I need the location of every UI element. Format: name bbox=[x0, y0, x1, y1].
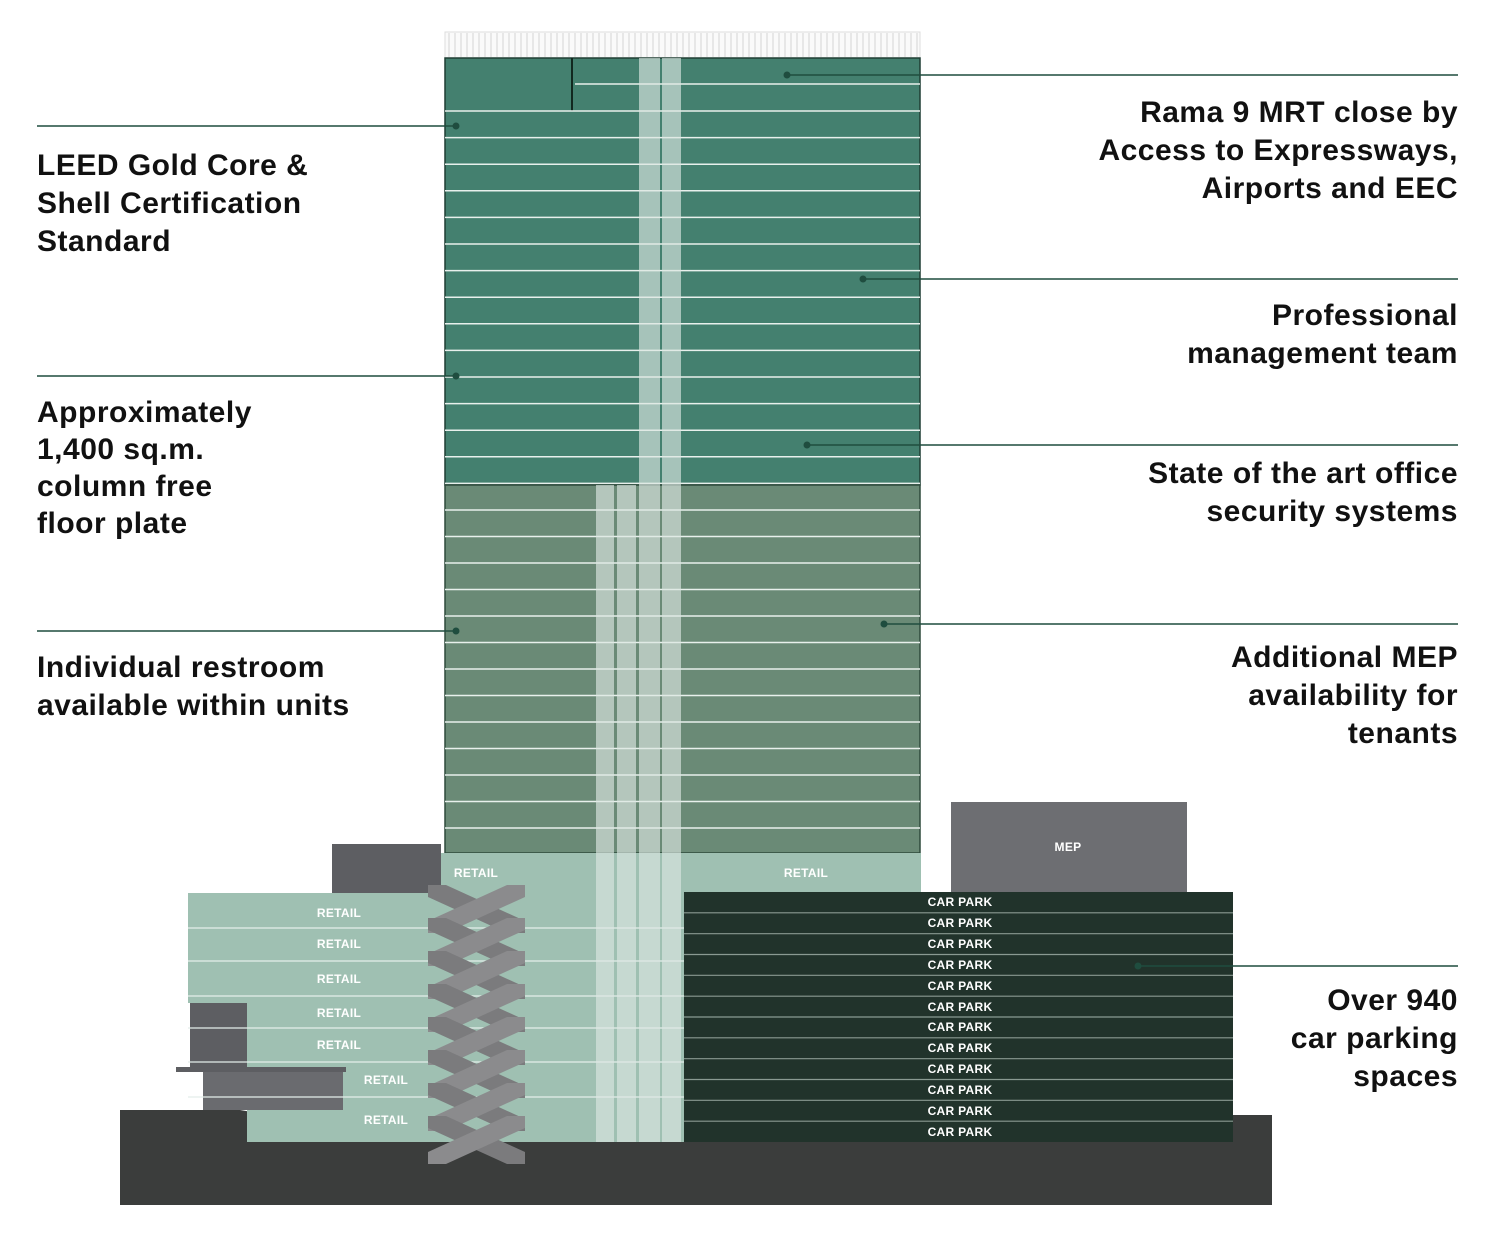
feature-text: Access to Expressways, bbox=[1098, 134, 1458, 167]
car-park-label: CAR PARK bbox=[927, 937, 993, 952]
car-park-label: CAR PARK bbox=[927, 1062, 993, 1077]
escalator bbox=[428, 1116, 525, 1164]
feature-text: security systems bbox=[1206, 495, 1458, 528]
feature-text: spaces bbox=[1353, 1060, 1458, 1093]
retail-label: RETAIL bbox=[453, 866, 499, 880]
feature-transport: Rama 9 MRT close by Access to Expressway… bbox=[1098, 94, 1458, 208]
feature-text: Rama 9 MRT close by bbox=[1140, 96, 1458, 129]
leader-dot bbox=[859, 275, 867, 283]
feature-text: availability for bbox=[1248, 679, 1458, 712]
core-shaft bbox=[639, 58, 660, 1142]
leader-dot bbox=[803, 441, 811, 449]
feature-text: Over 940 bbox=[1327, 984, 1458, 1017]
car-park-label: CAR PARK bbox=[927, 1103, 993, 1118]
retail-label: RETAIL bbox=[316, 1006, 362, 1020]
retail-label: RETAIL bbox=[316, 972, 362, 986]
feature-security: State of the art office security systems bbox=[1148, 455, 1458, 531]
feature-text: car parking bbox=[1290, 1022, 1458, 1055]
retail-label: RETAIL bbox=[363, 1073, 409, 1087]
feature-text: floor plate bbox=[37, 507, 188, 540]
leader-dot bbox=[452, 122, 460, 130]
retail-label: RETAIL bbox=[316, 906, 362, 920]
retail-label: RETAIL bbox=[783, 866, 829, 880]
feature-management: Professional management team bbox=[1187, 297, 1458, 373]
feature-mep: Additional MEP availability for tenants bbox=[1231, 639, 1458, 753]
leader-dot bbox=[452, 372, 460, 380]
feature-leed: LEED Gold Core & Shell Certification Sta… bbox=[37, 147, 308, 261]
mep-label: MEP bbox=[1054, 840, 1082, 854]
facade-block bbox=[332, 844, 441, 894]
retail-label: RETAIL bbox=[316, 937, 362, 951]
feature-text: Approximately bbox=[37, 396, 252, 429]
core-shaft bbox=[662, 58, 681, 1142]
feature-text: available within units bbox=[37, 689, 350, 722]
feature-text: Airports and EEC bbox=[1201, 172, 1458, 205]
feature-text: Additional MEP bbox=[1231, 641, 1458, 674]
feature-text: LEED Gold Core & bbox=[37, 149, 309, 182]
feature-text: tenants bbox=[1347, 717, 1458, 750]
leader-dot bbox=[452, 627, 460, 635]
feature-text: 1,400 sq.m. bbox=[37, 433, 205, 466]
feature-text: column free bbox=[37, 470, 213, 503]
entrance-block bbox=[203, 1072, 343, 1110]
feature-restroom: Individual restroom available within uni… bbox=[37, 649, 350, 725]
core-shaft bbox=[617, 485, 636, 1142]
feature-text: Professional bbox=[1271, 299, 1458, 332]
car-park-label: CAR PARK bbox=[927, 978, 993, 993]
feature-floor-plate: Approximately 1,400 sq.m. column free fl… bbox=[37, 394, 252, 542]
car-park-label: CAR PARK bbox=[927, 895, 993, 910]
car-park-label: CAR PARK bbox=[927, 1082, 993, 1097]
feature-text: management team bbox=[1187, 337, 1458, 370]
car-park-label: CAR PARK bbox=[927, 1124, 993, 1139]
ground bbox=[1233, 1115, 1272, 1142]
retail-label: RETAIL bbox=[363, 1113, 409, 1127]
leader-dot bbox=[783, 71, 791, 79]
feature-text: State of the art office bbox=[1148, 457, 1458, 490]
core-shaft bbox=[596, 485, 614, 1142]
feature-parking: Over 940 car parking spaces bbox=[1291, 982, 1458, 1096]
car-park-label: CAR PARK bbox=[927, 1041, 993, 1056]
facade-block bbox=[190, 1003, 247, 1069]
feature-text: Standard bbox=[37, 225, 172, 258]
feature-text: Individual restroom bbox=[37, 651, 325, 684]
car-park-label: CAR PARK bbox=[927, 916, 993, 931]
car-park-label: CAR PARK bbox=[927, 1020, 993, 1035]
feature-text: Shell Certification bbox=[37, 187, 302, 220]
leader-dot bbox=[880, 620, 888, 628]
car-park-label: CAR PARK bbox=[927, 957, 993, 972]
office-tower-upper bbox=[444, 57, 921, 486]
mep-block bbox=[951, 802, 1187, 892]
canopy bbox=[176, 1067, 346, 1072]
leader-dot bbox=[1134, 962, 1142, 970]
car-park-label: CAR PARK bbox=[927, 999, 993, 1014]
ground bbox=[120, 1110, 1272, 1205]
retail-label: RETAIL bbox=[316, 1038, 362, 1052]
